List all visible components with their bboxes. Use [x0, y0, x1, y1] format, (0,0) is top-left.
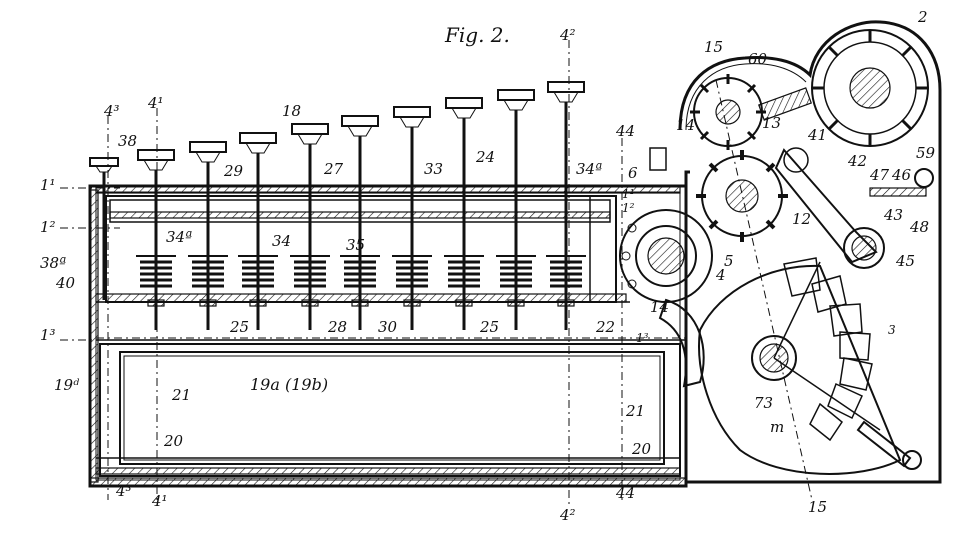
key-10 — [547, 81, 585, 330]
key-5 — [291, 123, 329, 330]
part-number-label: 73 — [754, 394, 773, 412]
mark-1-2-right: 1² — [622, 201, 635, 215]
springs — [140, 260, 582, 288]
part-number-label: 46 — [891, 166, 912, 184]
part-number-label: 21 — [171, 386, 191, 404]
mark-1-3: 1³ — [40, 326, 56, 344]
part-number-label: 30 — [378, 318, 398, 336]
mark-1-2: 1² — [40, 218, 56, 236]
key-9 — [497, 89, 535, 330]
part-number-label: 14 — [650, 298, 669, 316]
labels: 4² 4² 4¹ 4¹ 4³ 4³ 44 44 1¹ 1² 1³ 1¹ 1² 1… — [40, 8, 936, 524]
part-number-label: 24 — [475, 148, 495, 166]
part-number-label: 2 — [917, 8, 928, 26]
part-number-label: 25 — [229, 318, 249, 336]
mark-4-2-top: 4² — [559, 26, 576, 44]
key-8 — [445, 97, 483, 330]
part-number-label: 22 — [595, 318, 615, 336]
mark-1-1: 1¹ — [40, 176, 56, 194]
part-number-label: 38ª — [40, 254, 66, 272]
mark-15-bottom: 15 — [808, 498, 827, 516]
part-number-label: m — [770, 418, 784, 436]
part-number-label: 25 — [479, 318, 499, 336]
part-number-label: 60 — [748, 50, 768, 68]
mark-1-3-right: 1³ — [636, 331, 649, 345]
section-lines — [60, 40, 813, 505]
part-number-label: 45 — [895, 252, 915, 270]
mark-1-1-right: 1¹ — [622, 187, 634, 201]
key-6 — [341, 115, 379, 330]
part-number-label: 42 — [847, 152, 867, 170]
part-number-label: 14 — [676, 116, 695, 134]
part-number-label: 38 — [118, 132, 137, 150]
part-number-label: 35 — [346, 236, 365, 254]
part-number-label: 34 — [272, 232, 291, 250]
mark-4-3-top: 4³ — [103, 102, 120, 120]
part-number-label: 43 — [883, 206, 903, 224]
part-number-label: 19a (19b) — [250, 375, 328, 394]
mark-4-3-bottom: 4³ — [115, 482, 132, 500]
stem-pads — [147, 299, 575, 307]
part-number-label: 47 — [869, 166, 890, 184]
part-number-label: 34ª — [576, 160, 602, 178]
part-number-label: 20 — [163, 432, 184, 450]
part-number-label: 5 — [724, 252, 734, 270]
part-number-label: 40 — [55, 274, 76, 292]
key-row — [89, 81, 585, 330]
part-number-label: 27 — [323, 160, 344, 178]
figure-title: Fig. 2. — [444, 23, 510, 47]
right-mechanism — [619, 20, 942, 484]
part-number-label: 13 — [762, 114, 781, 132]
part-number-label: 34ª — [166, 228, 192, 246]
part-number-label: 3 — [888, 323, 896, 337]
lower-bars — [95, 337, 690, 477]
part-number-label: 19ᵈ — [54, 376, 79, 394]
part-number-label: 18 — [282, 102, 301, 120]
part-number-label: 59 — [916, 144, 936, 162]
part-number-label: 20 — [631, 440, 652, 458]
mark-15-top: 15 — [704, 38, 723, 56]
part-number-label: 4 — [715, 266, 726, 284]
part-number-label: 48 — [909, 218, 929, 236]
part-number-label: 33 — [424, 160, 443, 178]
part-number-label: 41 — [807, 126, 827, 144]
part-number-label: 12 — [792, 210, 811, 228]
mark-4-4-top: 44 — [615, 122, 635, 140]
key-7 — [393, 106, 431, 330]
part-number-label: 6 — [628, 164, 638, 182]
mark-4-1-bottom: 4¹ — [151, 492, 168, 510]
part-number-label: 29 — [223, 162, 244, 180]
mark-4-4-bottom: 44 — [615, 484, 635, 502]
mark-4-1-top: 4¹ — [147, 94, 164, 112]
housing — [88, 170, 690, 488]
part-number-label: 21 — [625, 402, 645, 420]
part-number-label: 28 — [327, 318, 347, 336]
mark-4-2-bottom: 4² — [559, 506, 576, 524]
